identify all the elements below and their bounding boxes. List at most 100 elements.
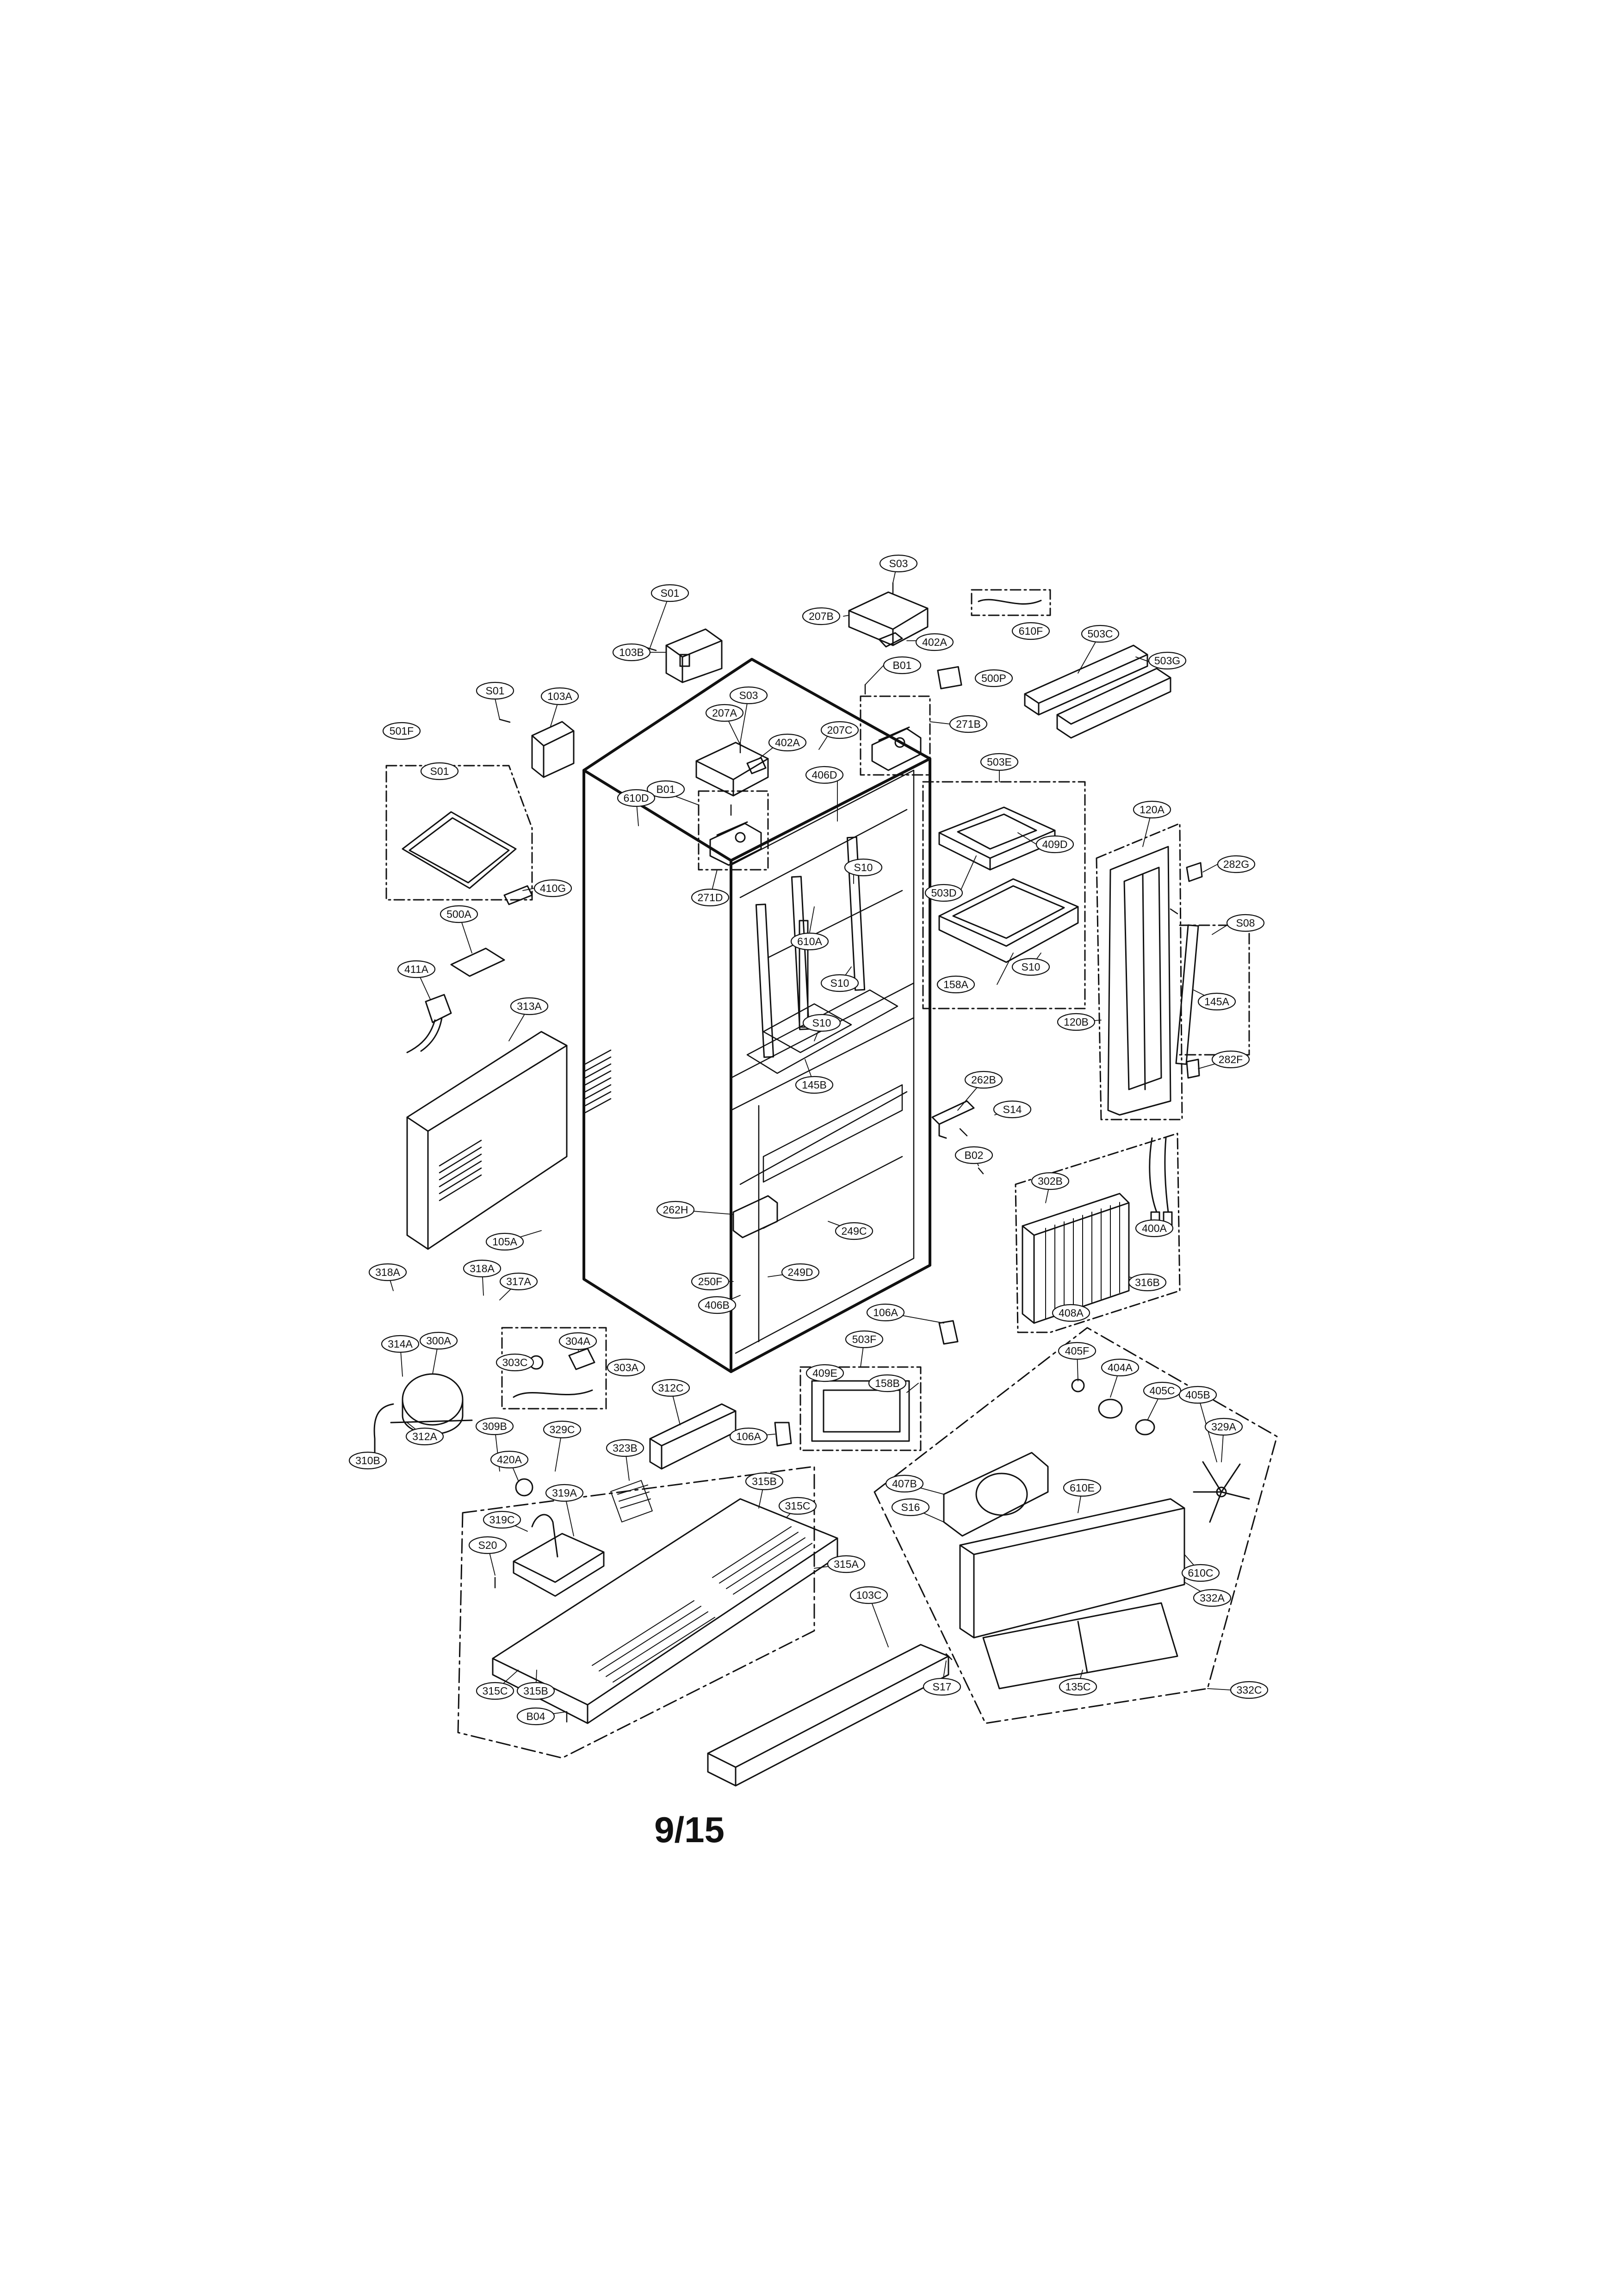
part-callout: 406D (805, 766, 844, 784)
part-callout: S01 (476, 681, 514, 700)
callout-bubble (891, 1498, 930, 1516)
part-callout: 103B (612, 643, 651, 662)
callout-bubble (612, 643, 651, 662)
part-callout: 420A (490, 1450, 529, 1469)
tray-box-501f (385, 765, 533, 901)
part-callout: 610F (1011, 622, 1050, 640)
harness-411a (406, 994, 452, 1053)
part-callout: B04 (516, 1707, 555, 1726)
compressor-300a (390, 1373, 473, 1435)
part-callout: 400A (1135, 1219, 1174, 1238)
callout-text: B02 (965, 1149, 984, 1161)
callout-bubble (729, 686, 768, 705)
callout-bubble (745, 1472, 784, 1491)
callout-bubble (1217, 855, 1256, 873)
callout-bubble (845, 1330, 884, 1349)
wire-box-610f (971, 589, 1051, 616)
part-callout: 145B (795, 1076, 834, 1094)
callout-text: 314A (388, 1338, 413, 1350)
callout-bubble (440, 905, 478, 923)
callout-bubble (768, 733, 807, 752)
callout-bubble (844, 858, 883, 877)
callout-text: S10 (830, 977, 849, 989)
callout-bubble (923, 1677, 961, 1696)
grille-103c (707, 1644, 949, 1787)
module-500a (450, 947, 505, 977)
callout-bubble (924, 884, 963, 902)
part-callout: 302B (1031, 1172, 1070, 1190)
callout-bubble (980, 753, 1019, 771)
callout-text: 103A (547, 690, 572, 702)
part-callout: 332C (1230, 1681, 1269, 1699)
rail-145a (1175, 924, 1199, 1065)
part-callout: 314A (381, 1335, 420, 1353)
callout-text: 319C (489, 1514, 515, 1526)
callout-text: S01 (486, 685, 505, 697)
part-callout: 313A (510, 997, 549, 1015)
part-callout: S10 (844, 858, 883, 877)
part-callout: 405F (1058, 1342, 1096, 1360)
bracket-319c (531, 1514, 558, 1558)
cover-103a (531, 721, 575, 778)
part-callout: 500P (974, 669, 1013, 687)
part-callout: 106A (866, 1303, 905, 1322)
callout-text: 207A (712, 707, 737, 719)
callout-text: 271D (698, 891, 723, 904)
callout-bubble (778, 1497, 817, 1515)
callout-text: 103C (856, 1589, 882, 1601)
callout-text: 503E (987, 756, 1012, 768)
part-callout: 503F (845, 1330, 884, 1349)
part-callout: 329A (1204, 1417, 1243, 1436)
control-panel-503g (1056, 668, 1171, 739)
part-callout: S20 (468, 1536, 507, 1554)
callout-text: 402A (922, 636, 947, 648)
callout-bubble (405, 1427, 444, 1446)
cabinet-interior (730, 769, 915, 1354)
callout-bubble (849, 1586, 888, 1604)
panel-box-120a (1096, 823, 1183, 1120)
callout-bubble (617, 789, 656, 807)
part-callout: 309B (475, 1417, 514, 1436)
callout-text: 302B (1038, 1175, 1063, 1187)
module-500p (937, 666, 962, 690)
callout-text: 500A (446, 908, 471, 920)
bracket-262b (931, 1100, 975, 1139)
callout-text: 317A (506, 1275, 531, 1287)
part-callout: 249D (781, 1263, 820, 1281)
rail-145a-box (1179, 924, 1250, 1056)
callout-text: 105A (492, 1236, 517, 1248)
callout-bubble (795, 1076, 834, 1094)
part-callout: 315B (745, 1472, 784, 1491)
callout-text: 332A (1200, 1592, 1225, 1604)
callout-bubble (419, 1331, 458, 1350)
part-callout: 145A (1197, 992, 1236, 1011)
callout-text: 120A (1140, 804, 1165, 816)
callout-text: 318A (470, 1262, 495, 1275)
callout-text: 262H (663, 1204, 688, 1216)
part-callout: 103A (540, 687, 579, 706)
callout-bubble (650, 584, 689, 602)
part-callout: S17 (923, 1677, 961, 1696)
part-callouts: S03S01207B402A610F103B503CB01500P503GS01… (348, 554, 1269, 1726)
callout-bubble (558, 1332, 597, 1350)
callout-bubble (545, 1484, 584, 1502)
part-callout: 319C (483, 1510, 521, 1529)
part-callout: 503G (1148, 651, 1187, 670)
callout-bubble (866, 1303, 905, 1322)
callout-text: 249D (788, 1266, 813, 1278)
callout-bubble (974, 669, 1013, 687)
condenser-323b (610, 1480, 653, 1522)
box-503e (922, 781, 1086, 1009)
callout-text: 411A (404, 963, 429, 975)
part-callout: 316B (1128, 1273, 1167, 1292)
box-303c (501, 1327, 607, 1410)
callout-text: S10 (854, 861, 873, 873)
callout-bubble (607, 1358, 645, 1377)
callout-text: 315A (834, 1558, 859, 1570)
part-callout: 329C (543, 1420, 582, 1439)
callout-text: 503D (931, 887, 957, 899)
callout-text: 610D (624, 792, 649, 804)
callout-bubble (1230, 1681, 1269, 1699)
